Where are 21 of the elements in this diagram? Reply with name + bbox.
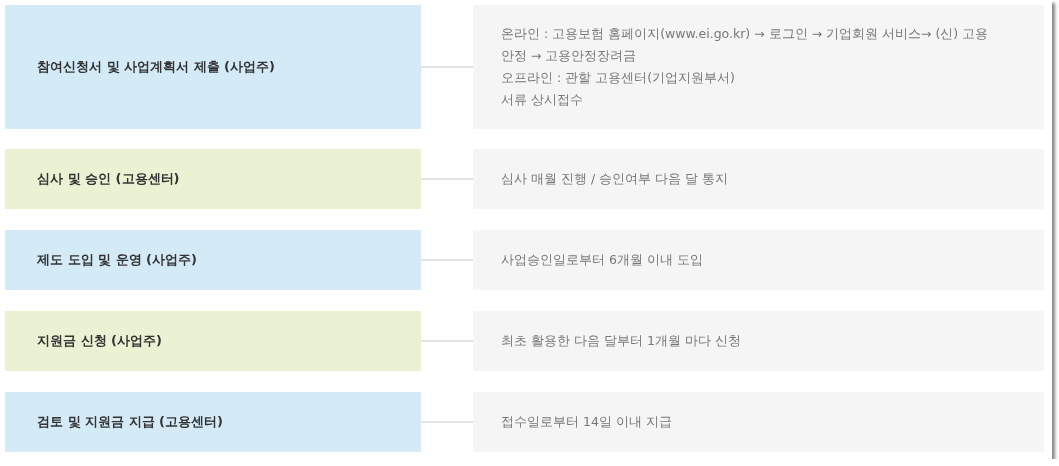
- detail-text: 사업승인일로부터 6개월 이내 도입: [501, 251, 704, 269]
- detail-box: [473, 311, 1044, 371]
- step-box: [5, 230, 421, 290]
- detail-text: 심사 매월 진행 / 승인여부 다음 달 통지: [501, 170, 730, 188]
- detail-text: 접수일로부터 14일 이내 지급: [501, 413, 673, 431]
- step-title: 참여신청서 및 사업계획서 제출 (사업주): [37, 58, 276, 76]
- detail-text: 최초 활용한 다음 달부터 1개월 마다 신청: [501, 332, 742, 350]
- step-title: 심사 및 승인 (고용센터): [37, 170, 181, 188]
- step-title: 검토 및 지원금 지급 (고용센터): [37, 413, 224, 431]
- step-box: [5, 5, 421, 129]
- step-title: 지원금 신청 (사업주): [37, 332, 163, 350]
- detail-box: [473, 230, 1044, 290]
- detail-text: 온라인 : 고용보험 홈페이지(www.ei.go.kr) → 로그인 → 기업회원 서비스→ (신) 고용안정 → 고용안정장려금: [501, 25, 990, 65]
- step-title: 제도 도입 및 운영 (사업주): [37, 251, 198, 269]
- step-box: [5, 392, 421, 452]
- step-box: [5, 311, 421, 371]
- detail-box: [473, 149, 1044, 209]
- detail-box: [473, 392, 1044, 452]
- detail-box: [473, 5, 1044, 129]
- detail-text: 오프라인 : 관할 고용센터(기업지원부서) 서류 상시접수: [501, 69, 736, 109]
- step-box: [5, 149, 421, 209]
